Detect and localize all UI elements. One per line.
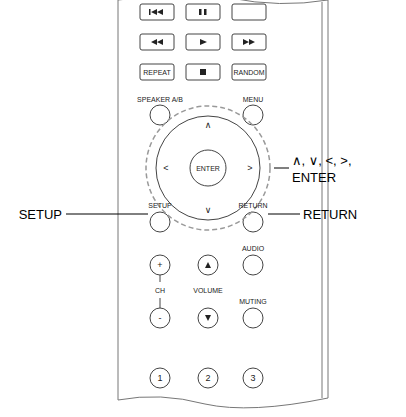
button-symbol: + [157, 261, 162, 270]
button-label: AUDIO [242, 245, 264, 252]
arrow-symbol: ∧ [205, 121, 212, 130]
highlight-circle [146, 106, 270, 230]
button [243, 368, 263, 388]
play-icon [200, 39, 207, 45]
button-label: RANDOM [233, 69, 264, 76]
arrow-symbol: ∨ [205, 206, 212, 215]
button-label: RETURN [238, 202, 267, 209]
stop-icon [200, 69, 206, 75]
number-label: 1 [157, 374, 162, 383]
button [232, 4, 266, 20]
button [140, 34, 174, 50]
button [150, 308, 170, 328]
remote-body [118, 0, 328, 408]
pause-icon [204, 9, 207, 15]
button [232, 34, 266, 50]
skip-icon [149, 9, 151, 15]
volume-down-icon [205, 315, 211, 321]
button-symbol: - [159, 314, 162, 323]
button [150, 105, 170, 125]
button [150, 255, 170, 275]
leader-line [268, 214, 300, 215]
button-label: MENU [243, 96, 264, 103]
button [232, 64, 266, 80]
callout-label: SETUP [19, 208, 62, 221]
forward-icon [243, 39, 255, 45]
pause-icon [199, 9, 202, 15]
remote-edge [322, 2, 323, 398]
rewind-icon [151, 39, 163, 45]
button [150, 368, 170, 388]
arrow-symbol: > [247, 164, 252, 173]
button [198, 308, 218, 328]
button [198, 255, 218, 275]
button [243, 308, 263, 328]
callout-label: ENTER [292, 171, 336, 184]
button-label: VOLUME [193, 287, 223, 294]
button [243, 212, 263, 232]
button-label: SETUP [148, 202, 171, 209]
button [186, 64, 220, 80]
button-label: CH [155, 287, 165, 294]
button-label: ENTER [196, 165, 220, 172]
leader-line [274, 168, 289, 169]
leader-line [66, 214, 148, 215]
arrow-symbol: < [163, 164, 168, 173]
button [186, 4, 220, 20]
button [140, 64, 174, 80]
number-label: 3 [250, 374, 255, 383]
button [198, 368, 218, 388]
callout-label: RETURN [303, 208, 357, 221]
button [150, 212, 170, 232]
callout-label: ∧, ∨, <, >, [292, 154, 352, 167]
button [140, 4, 174, 20]
enter-button [190, 150, 226, 186]
number-label: 2 [205, 374, 210, 383]
button [186, 34, 220, 50]
button-label: MUTING [239, 298, 267, 305]
button [243, 255, 263, 275]
button [243, 105, 263, 125]
skip-icon [151, 9, 163, 15]
button-label: SPEAKER A/B [137, 96, 183, 103]
button-label: REPEAT [143, 69, 171, 76]
volume-up-icon [205, 262, 211, 268]
